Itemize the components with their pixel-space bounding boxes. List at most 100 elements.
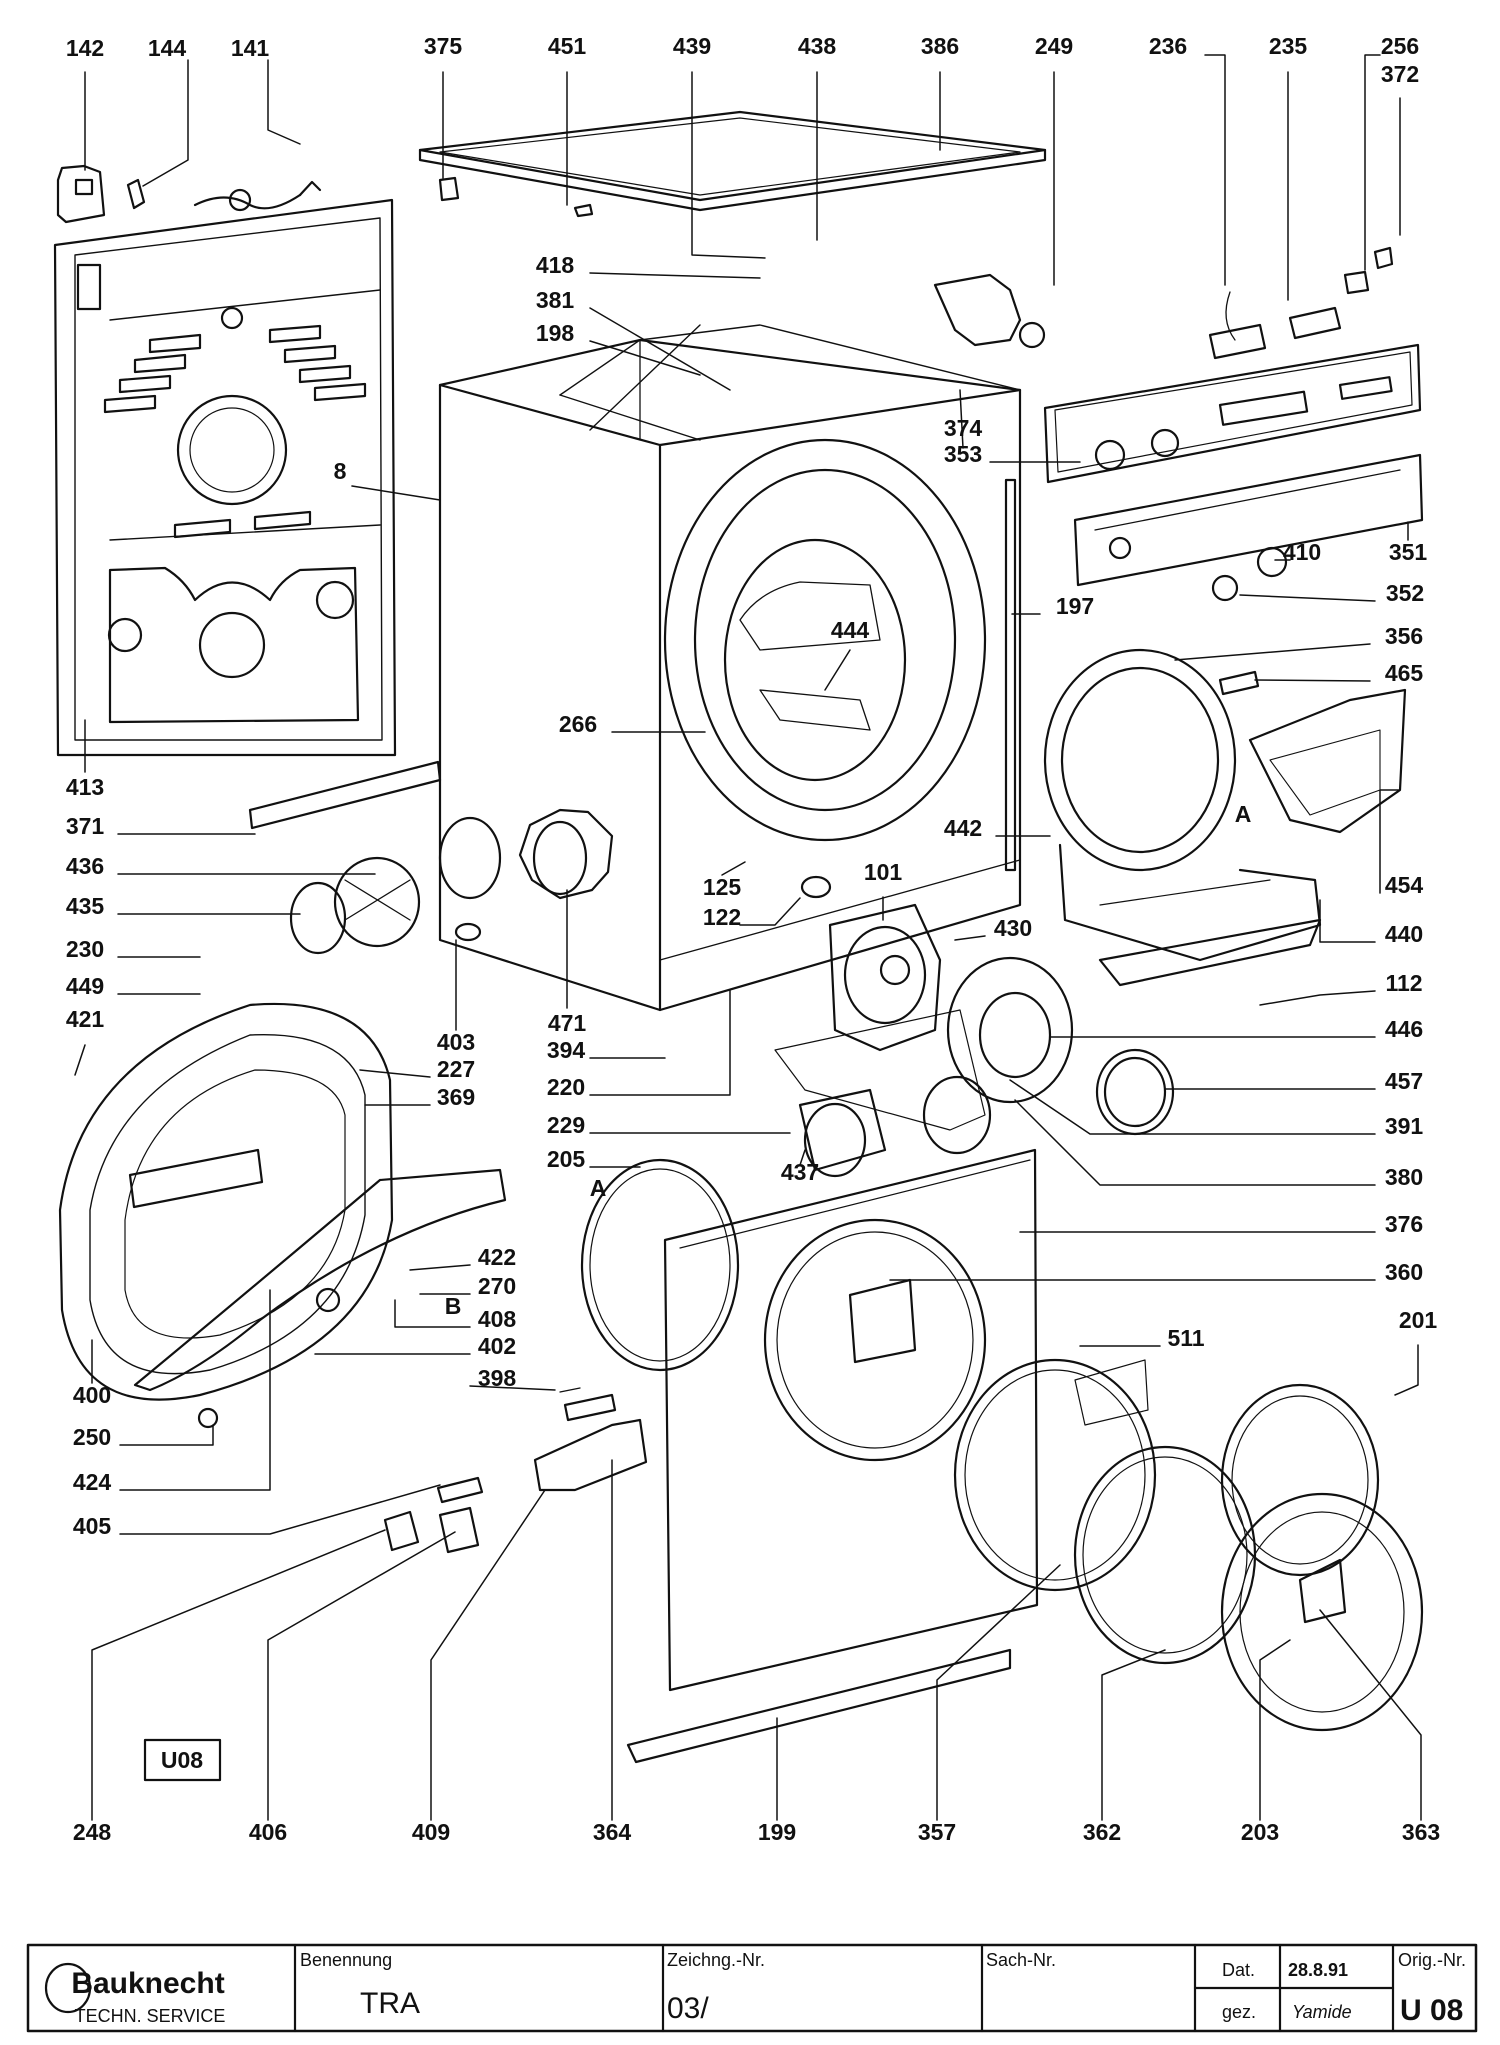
callout-421: 421 <box>66 1006 105 1032</box>
dat-label: Dat. <box>1222 1960 1255 1980</box>
callout-394: 394 <box>547 1037 586 1063</box>
rear-panel <box>53 198 397 757</box>
orig-label: Orig.-Nr. <box>1398 1950 1466 1970</box>
callout-364: 364 <box>593 1819 632 1845</box>
callout-351: 351 <box>1389 539 1428 565</box>
callout-360: 360 <box>1385 1259 1423 1285</box>
callout-235: 235 <box>1269 33 1308 59</box>
callout-203: 203 <box>1241 1819 1279 1845</box>
control-panel <box>1043 343 1424 602</box>
callout-236: 236 <box>1149 33 1187 59</box>
fan-cover-parts <box>289 816 502 955</box>
callout-471: 471 <box>548 1010 587 1036</box>
callout-270: 270 <box>478 1273 516 1299</box>
callout-249: 249 <box>1035 33 1073 59</box>
dat-value: 28.8.91 <box>1288 1960 1348 1980</box>
part-drawings <box>26 54 1478 2033</box>
callout-A: A <box>1235 801 1252 827</box>
door-gasket-205 <box>580 1158 740 1372</box>
gez-signature: Yamide <box>1292 2002 1352 2022</box>
stamp-code: U08 <box>161 1747 203 1773</box>
callout-220: 220 <box>547 1074 585 1100</box>
callout-199: 199 <box>758 1819 796 1845</box>
orig-value: U 08 <box>1400 1994 1463 2027</box>
callout-362: 362 <box>1083 1819 1121 1845</box>
front-panel <box>626 1148 1039 1764</box>
drum-front <box>663 438 1017 872</box>
callout-142: 142 <box>66 35 104 61</box>
cabinet-body <box>438 324 1022 1012</box>
callout-250: 250 <box>73 1424 111 1450</box>
callout-112: 112 <box>1385 970 1422 996</box>
air-duct <box>1043 648 1407 987</box>
gez-label: gez. <box>1222 2002 1256 2022</box>
heater-element <box>518 808 614 900</box>
callout-248: 248 <box>73 1819 112 1845</box>
callout-410: 410 <box>1283 539 1321 565</box>
callout-511: 511 <box>1167 1325 1204 1351</box>
callout-8: 8 <box>334 458 347 484</box>
benennung-value: TRA <box>360 1987 420 2020</box>
callout-369: 369 <box>437 1084 475 1110</box>
leader-lines <box>74 54 1422 1821</box>
callout-376: 376 <box>1385 1211 1423 1237</box>
callout-446: 446 <box>1385 1016 1423 1042</box>
zeichnung-value: 03/ <box>667 1992 709 2025</box>
callout-449: 449 <box>66 973 104 999</box>
callout-391: 391 <box>1385 1113 1424 1139</box>
door-assembly <box>953 1358 1424 1732</box>
callout-430: 430 <box>994 915 1032 941</box>
callout-406: 406 <box>249 1819 287 1845</box>
callout-400: 400 <box>73 1382 111 1408</box>
callout-440: 440 <box>1385 921 1423 947</box>
callout-266: 266 <box>559 711 597 737</box>
callout-402: 402 <box>478 1333 516 1359</box>
callout-101: 101 <box>864 859 903 885</box>
benennung-label: Benennung <box>300 1950 392 1970</box>
title-block: Bauknecht TECHN. SERVICE Benennung TRA Z… <box>71 1950 1466 2027</box>
callout-141: 141 <box>231 35 270 61</box>
callout-229: 229 <box>547 1112 585 1138</box>
top-left-small-parts <box>56 164 594 224</box>
bottom-left-small-parts <box>383 1387 648 1554</box>
callout-352: 352 <box>1386 580 1424 606</box>
callout-442: 442 <box>944 815 982 841</box>
callout-435: 435 <box>66 893 105 919</box>
bottom-strip-371 <box>248 760 442 830</box>
callout-418: 418 <box>536 252 575 278</box>
callout-439: 439 <box>673 33 711 59</box>
callout-353: 353 <box>944 441 982 467</box>
callout-444: 444 <box>831 617 870 643</box>
callout-372: 372 <box>1381 61 1419 87</box>
callout-198: 198 <box>536 320 575 346</box>
sach-label: Sach-Nr. <box>986 1950 1056 1970</box>
callout-144: 144 <box>148 35 187 61</box>
brand-logo-name: Bauknecht <box>71 1967 224 2000</box>
callout-205: 205 <box>547 1146 586 1172</box>
title-block-frame <box>26 1943 1478 2033</box>
callout-405: 405 <box>73 1513 112 1539</box>
callout-380: 380 <box>1385 1164 1423 1190</box>
callout-197: 197 <box>1056 593 1094 619</box>
top-right-small-parts <box>933 246 1394 360</box>
callout-122: 122 <box>703 904 741 930</box>
callout-125: 125 <box>703 874 742 900</box>
callout-A: A <box>590 1175 607 1201</box>
callout-375: 375 <box>424 33 463 59</box>
callout-451: 451 <box>548 33 587 59</box>
callout-436: 436 <box>66 853 104 879</box>
callout-363: 363 <box>1402 1819 1440 1845</box>
callout-454: 454 <box>1385 872 1424 898</box>
callout-201: 201 <box>1399 1307 1438 1333</box>
callout-230: 230 <box>66 936 104 962</box>
callout-409: 409 <box>412 1819 450 1845</box>
callout-386: 386 <box>921 33 959 59</box>
callout-374: 374 <box>944 415 983 441</box>
callout-227: 227 <box>437 1056 475 1082</box>
callout-357: 357 <box>918 1819 956 1845</box>
top-cover-panel <box>418 110 1047 212</box>
callout-465: 465 <box>1385 660 1424 686</box>
